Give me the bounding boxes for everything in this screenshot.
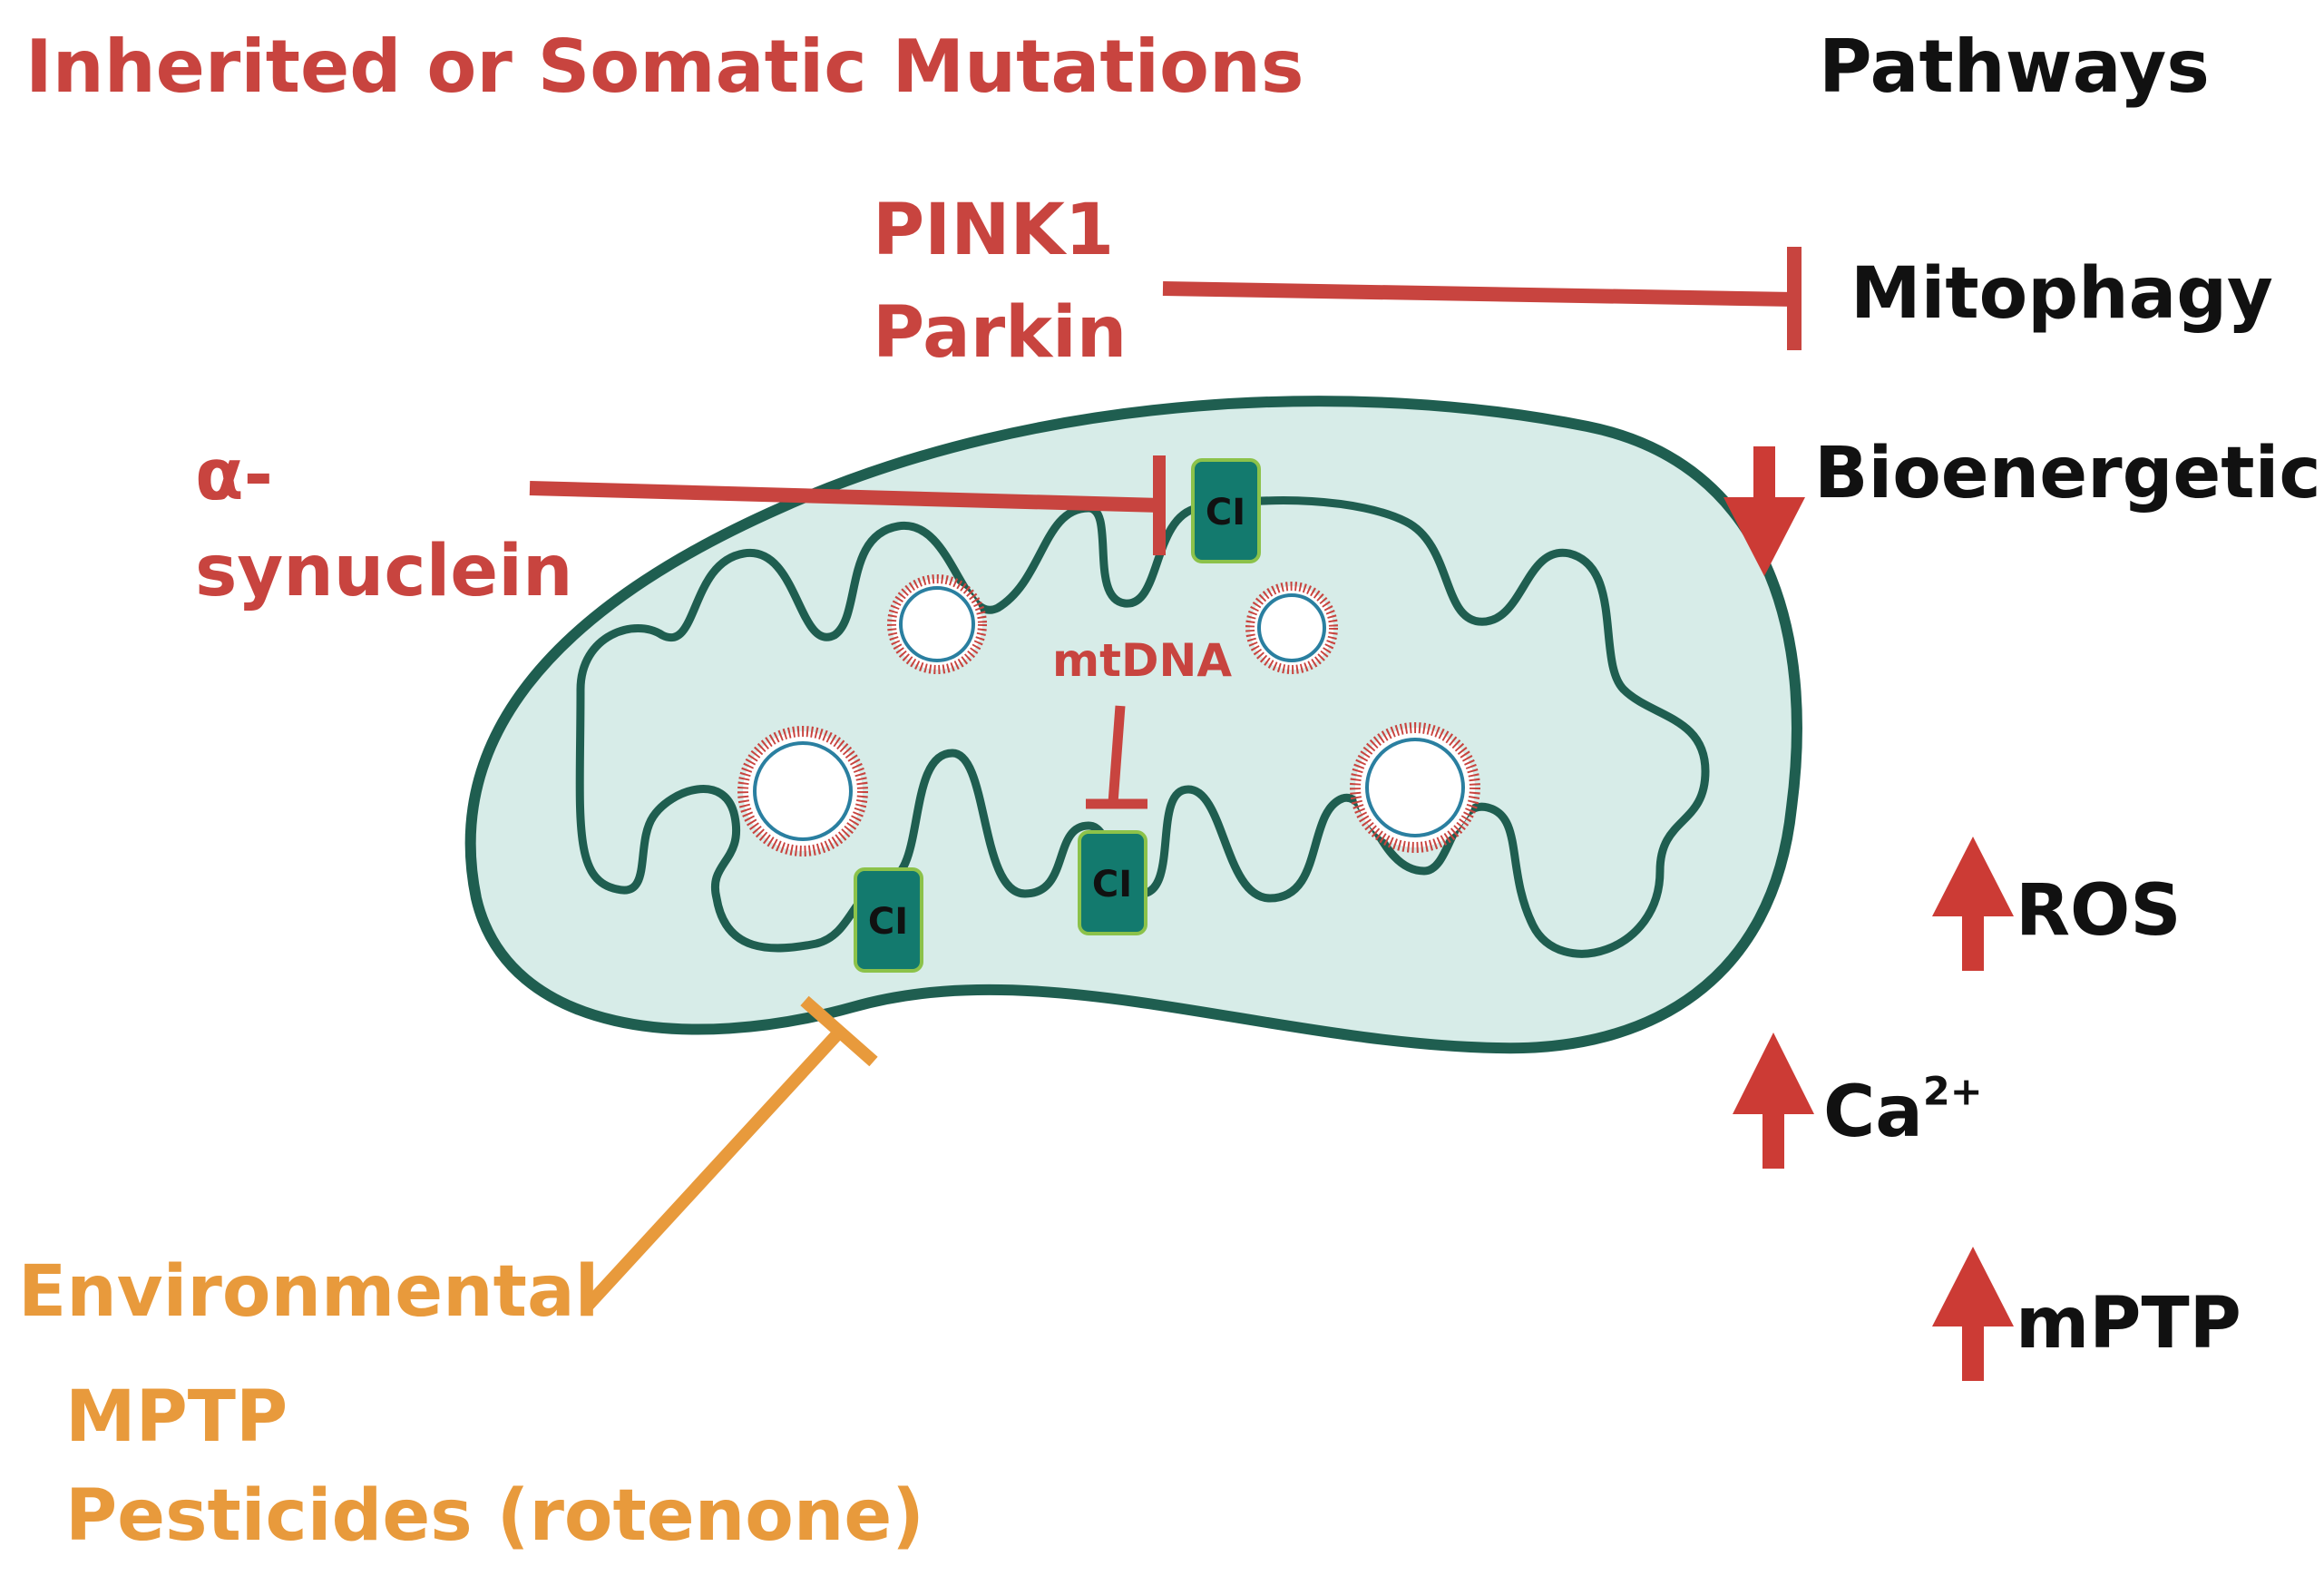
svg-text:CI: CI [1206,492,1245,533]
mutations-heading: Inherited or Somatic Mutations [25,24,1304,109]
ros-label: ROS [2016,870,2182,952]
calcium-label: Ca2+ [1823,1069,1983,1153]
vesicle-1 [887,574,987,674]
outer-membrane [464,396,1802,1054]
bioenergetics-label: Bioenergetics [1814,433,2324,514]
synuclein-inhibition-line [529,455,1166,555]
complex-i-top: CI [1191,458,1261,563]
svg-text:CI: CI [868,901,908,943]
pink1-label: PINK1 [873,190,1115,271]
parkin-label: Parkin [873,292,1128,374]
ros-up-arrow [1932,837,2014,971]
vesicle-2 [1245,582,1338,674]
complex-i-left: CI [854,867,923,973]
pink1-inhibition-line [1162,247,1802,350]
pathways-heading: Pathways [1819,24,2210,109]
synuclein-label: synuclein [195,531,573,612]
vesicle-3 [737,726,868,857]
mtdna-inhibition-line [1086,705,1147,809]
vesicle-4 [1350,722,1480,853]
mptp-up-arrow [1932,1247,2014,1381]
mtdna-label: mtDNA [1052,634,1233,687]
mitophagy-label: Mitophagy [1850,253,2273,335]
bioenergetics-down-arrow [1723,446,1805,576]
alpha-label: α- [195,435,273,516]
mptp-toxin-label: MPTP [65,1376,288,1458]
pesticides-label: Pesticides (rotenone) [65,1475,924,1557]
svg-text:CI: CI [1092,864,1132,905]
complex-i-middle: CI [1078,830,1147,935]
mptp-pathway-label: mPTP [2016,1283,2241,1365]
environmental-label: Environmental [18,1251,600,1333]
environmental-inhibition-line [581,995,878,1311]
inner-membrane [575,496,1710,958]
ca-up-arrow [1733,1033,1814,1169]
